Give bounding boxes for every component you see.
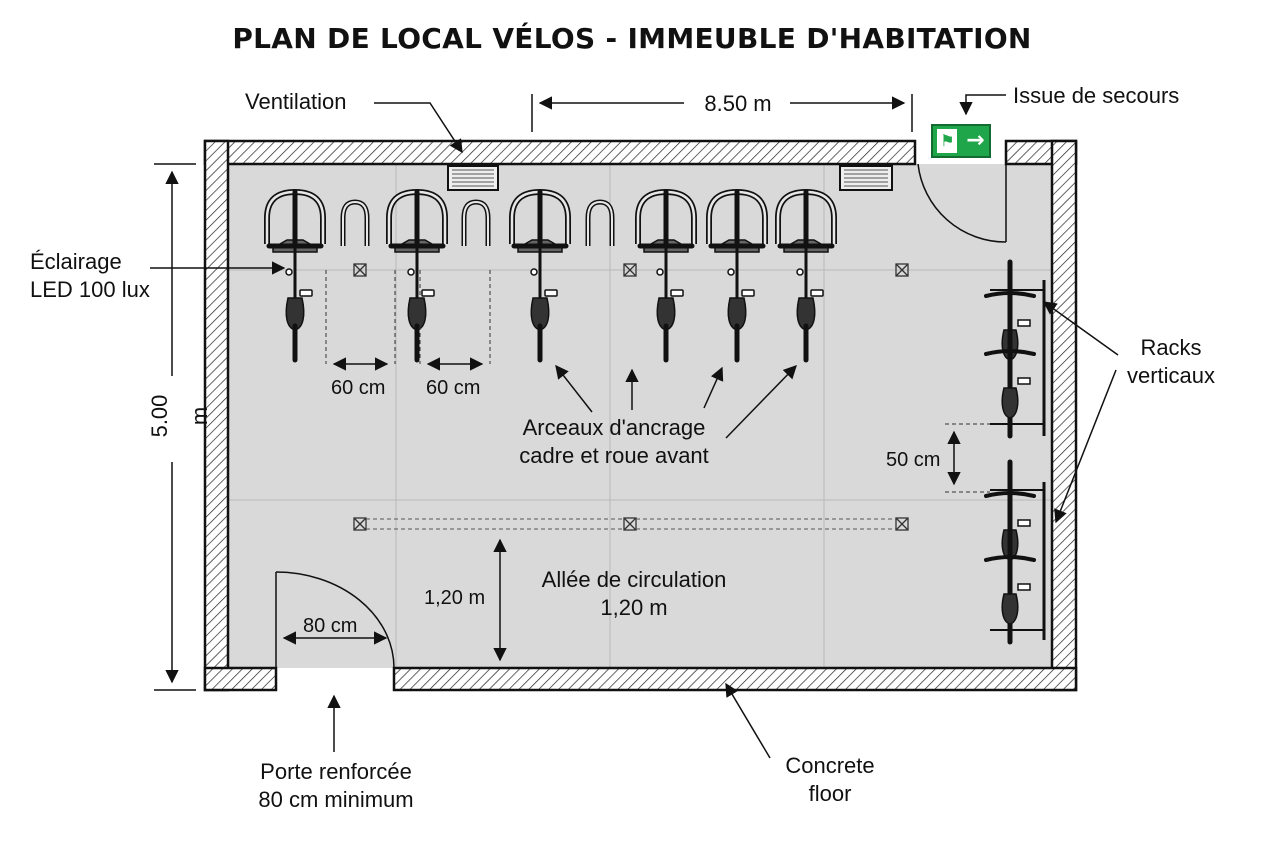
walls: [203, 139, 1078, 692]
emergency-exit-label: Issue de secours: [1013, 83, 1180, 108]
anchors-label-line2: cadre et roue avant: [519, 443, 709, 468]
height-dimension-label: 5.00 m: [147, 394, 212, 438]
emergency-door: [917, 163, 1007, 243]
ventilation-label: Ventilation: [245, 89, 347, 114]
entrance-door: [275, 571, 395, 669]
led-light-strip: [366, 518, 896, 530]
wall-bottom-left: [203, 666, 278, 692]
anchors-label-line1: Arceaux d'ancrage: [522, 415, 706, 440]
vertical-spacing-label: 50 cm: [886, 449, 941, 471]
running-man-icon: ⚑: [937, 129, 958, 153]
emergency-exit-sign-icon: ⚑ →: [931, 124, 991, 158]
spacing-label-1: 60 cm: [331, 377, 386, 399]
aisle-label-line1: Allée de circulation: [541, 567, 727, 592]
wall-right: [1050, 139, 1078, 692]
ventilation-grille-icon: [447, 165, 499, 191]
lighting-label-line1: Éclairage: [30, 249, 122, 274]
door-label-line1: Porte renforcée: [260, 759, 412, 784]
width-dimension-label: 8.50 m: [704, 91, 772, 116]
wall-bottom-right: [392, 666, 1078, 692]
wall-top-left: [203, 139, 917, 166]
aisle-label-line2: 1,20 m: [600, 595, 668, 620]
door-label-line2: 80 cm minimum: [258, 787, 414, 812]
arrow-right-icon: →: [966, 128, 985, 153]
diagram-title: PLAN DE LOCAL VÉLOS - IMMEUBLE D'HABITAT…: [232, 22, 1032, 55]
floor-label-line2: floor: [808, 781, 852, 806]
door-width-label: 80 cm: [303, 615, 358, 637]
lighting-label-line2: LED 100 lux: [30, 277, 150, 302]
ceiling-light-icon: [353, 263, 909, 531]
spacing-label-2: 60 cm: [426, 377, 481, 399]
racks-label-line1: Racks: [1140, 335, 1202, 360]
racks-label-line2: verticaux: [1126, 363, 1216, 388]
aisle-dimension-label: 1,20 m: [424, 587, 486, 609]
ventilation-grille-icon: [839, 165, 893, 191]
floor-label-line1: Concrete: [785, 753, 875, 778]
